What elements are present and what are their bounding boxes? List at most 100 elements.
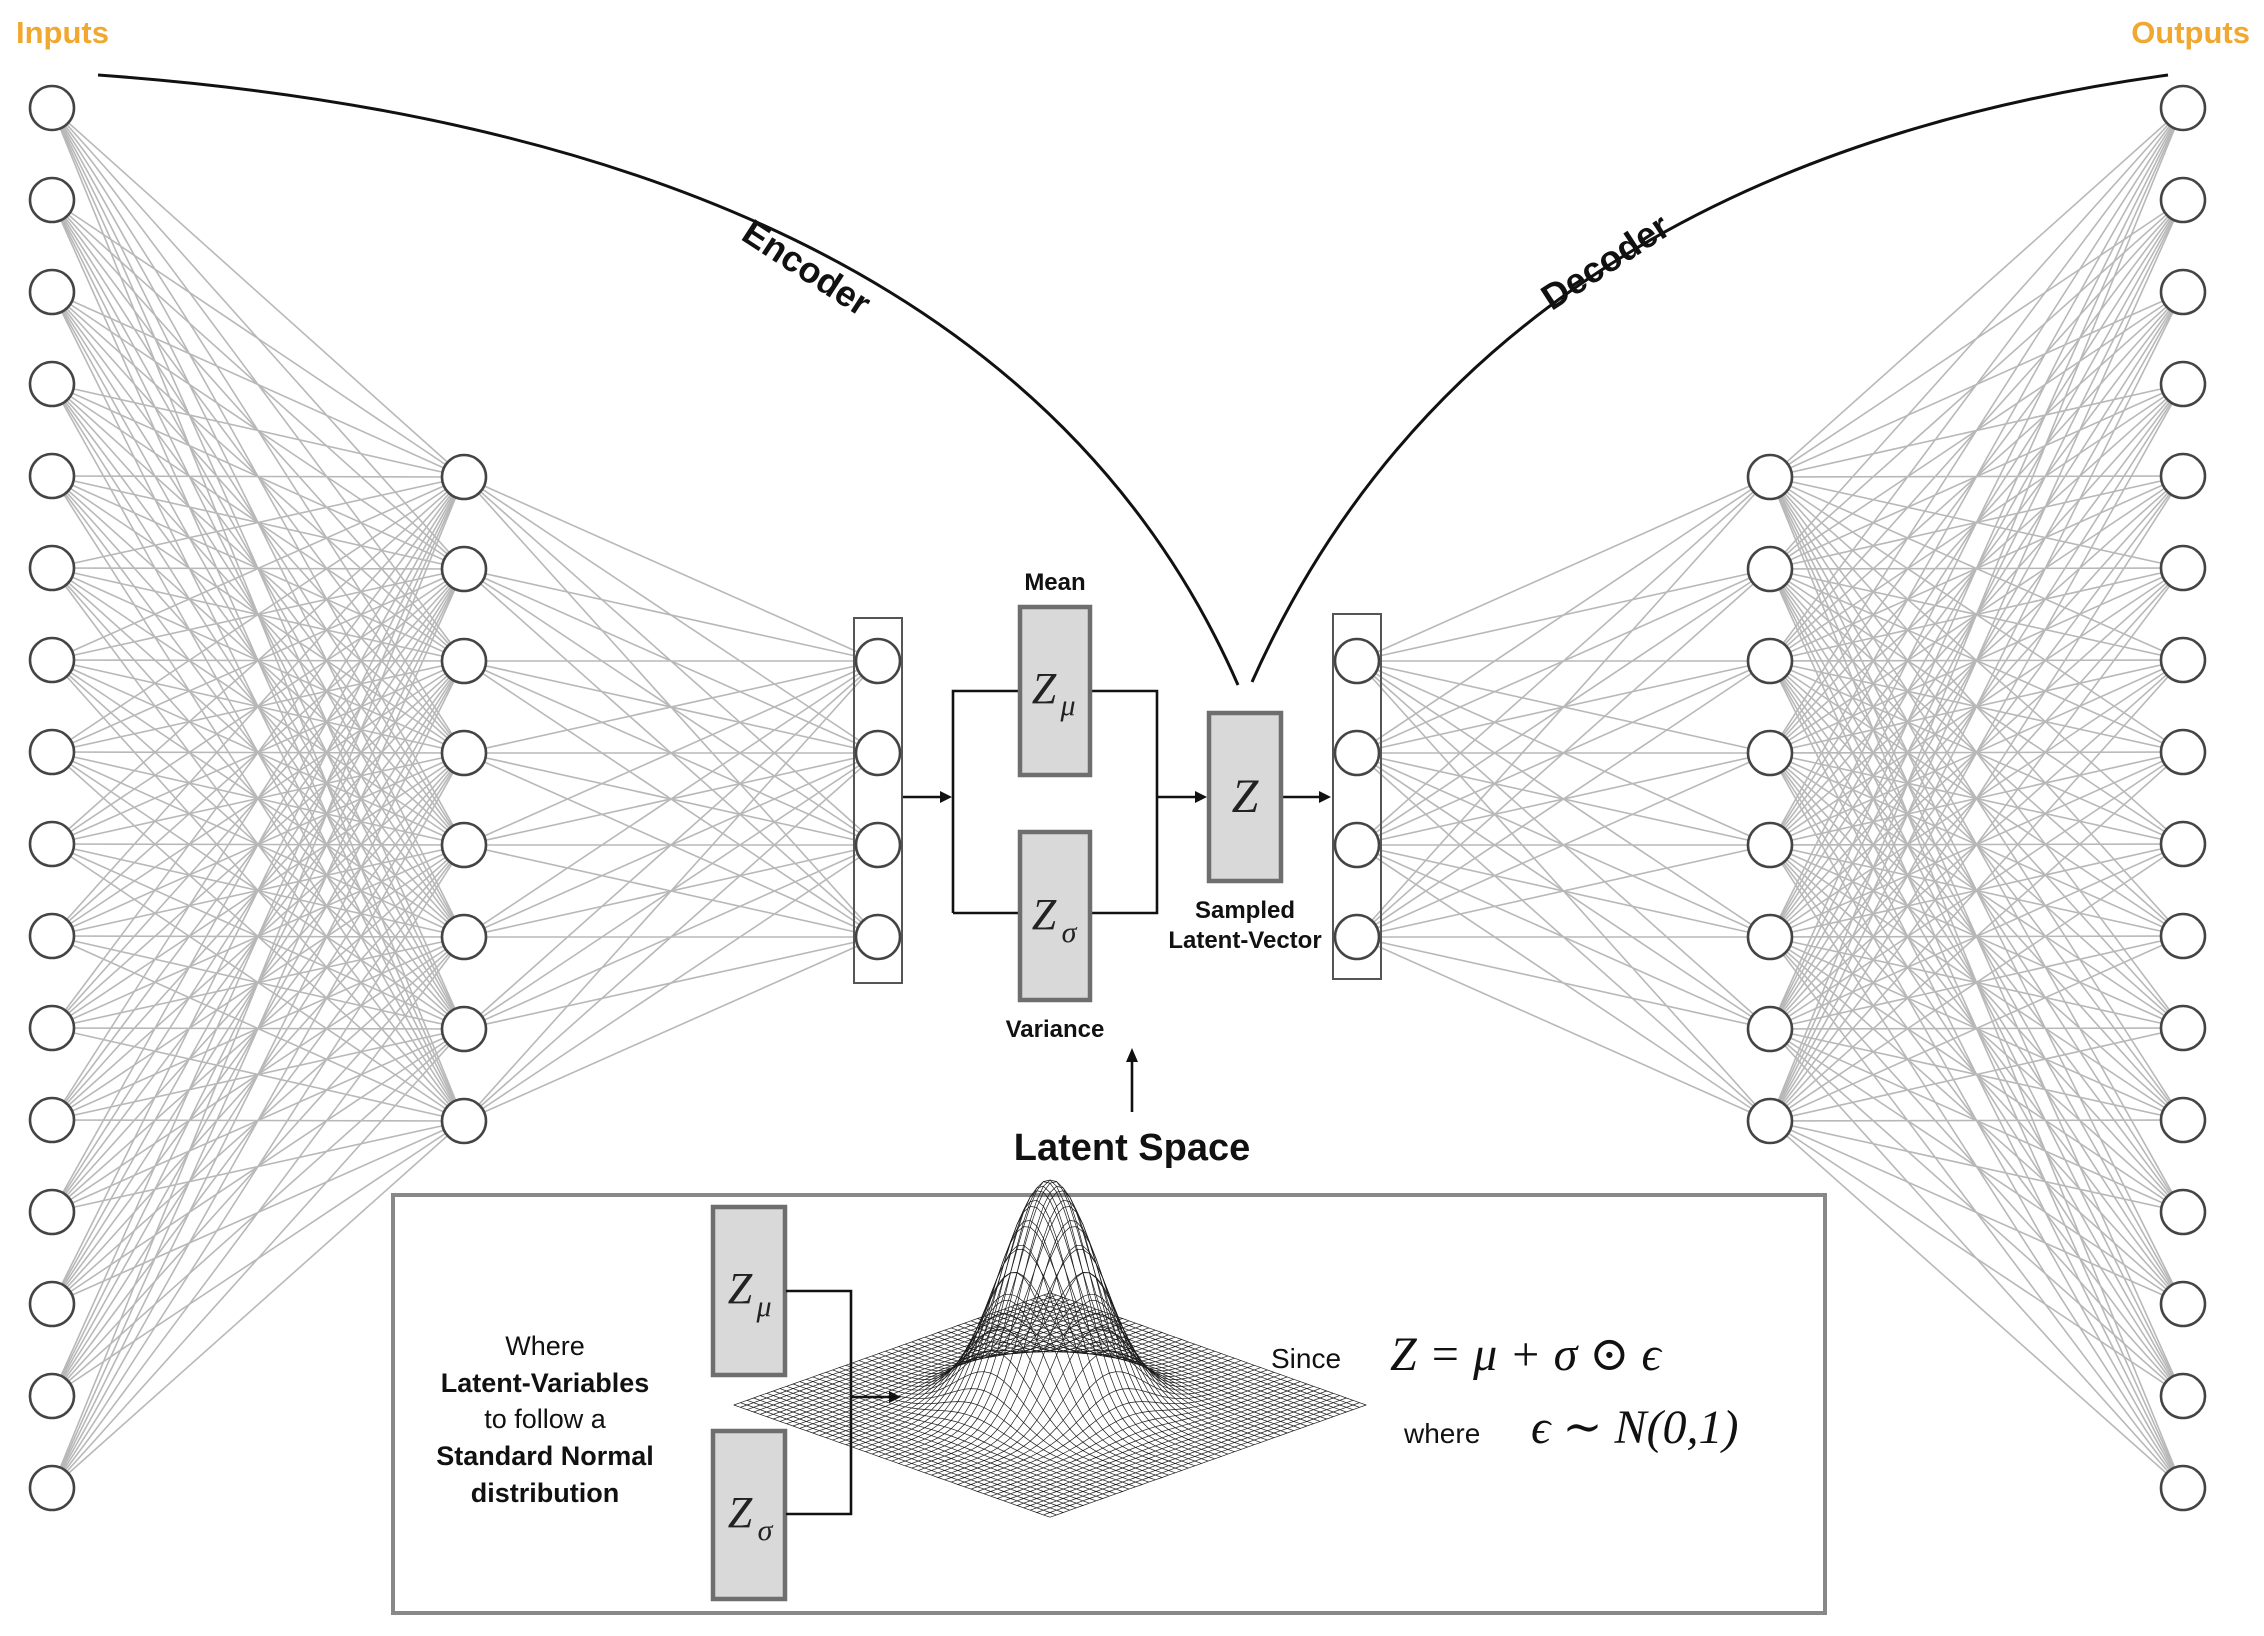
encoder-bottleneck-frame (853, 617, 903, 984)
edge (51, 660, 465, 1489)
mean-label: Mean (1024, 569, 1085, 596)
edge (1769, 107, 2184, 478)
encoder-bottleneck-node (854, 821, 902, 869)
output-node (2159, 360, 2207, 408)
edge (1769, 199, 2184, 1122)
input-node (28, 1372, 76, 1420)
output-node (2159, 1188, 2207, 1236)
output-node (2159, 84, 2207, 132)
encoder-hidden-node (440, 637, 488, 685)
gaussian-mesh-line (1003, 1388, 1321, 1502)
encoder-bottleneck-node (854, 913, 902, 961)
edge (51, 1028, 465, 1489)
explanation-panel (391, 1193, 1827, 1615)
input-node (28, 728, 76, 776)
edge (51, 476, 465, 1489)
edge (1769, 107, 2184, 846)
edge (1769, 291, 2184, 1122)
z-sigma-subscript: σ (1062, 916, 1078, 949)
gaussian-mesh-line (779, 1388, 1097, 1502)
edge (51, 383, 465, 478)
decoder-hidden-node (1746, 637, 1794, 685)
edge (463, 660, 879, 1122)
edge (1769, 659, 2184, 1122)
inputs-label: Inputs (16, 15, 109, 50)
encoder-label: Encoder (735, 211, 878, 324)
z-mu-box (1017, 604, 1093, 778)
edge (463, 660, 879, 938)
decoder-hidden-node (1746, 913, 1794, 961)
edge (51, 475, 465, 478)
edge (1356, 844, 1771, 938)
edge (463, 844, 879, 1122)
sampled-label-line1: Sampled (1195, 897, 1295, 924)
gaussian-mesh-line (753, 1397, 1070, 1511)
decoder-bottleneck-node (1333, 821, 1381, 869)
edge (1769, 1120, 2184, 1397)
gaussian-mesh-line (759, 1395, 1077, 1509)
decoder-hidden-node (1746, 821, 1794, 869)
edge (1769, 107, 2184, 754)
gaussian-mesh-line (733, 1404, 1051, 1518)
edge (51, 936, 465, 1489)
gaussian-surface (733, 1179, 1367, 1518)
output-node (2159, 1372, 2207, 1420)
output-node (2159, 452, 2207, 500)
edge (463, 568, 879, 662)
decoder-bottleneck-node (1333, 729, 1381, 777)
input-node (28, 452, 76, 500)
panel-text-line5: distribution (471, 1478, 619, 1508)
edge (51, 476, 465, 1305)
edge (1769, 751, 2184, 1122)
decoder-hidden-node (1746, 729, 1794, 777)
decoder-hidden-node (1746, 1097, 1794, 1145)
encoder-bottleneck-node (854, 637, 902, 685)
edge (1356, 752, 1771, 938)
input-node (28, 1280, 76, 1328)
sampled-label-line2: Latent-Vector (1168, 927, 1321, 954)
output-node (2159, 268, 2207, 316)
edge (1769, 107, 2184, 938)
encoder-hidden-node (440, 913, 488, 961)
z-sigma-symbol: Z (1032, 890, 1057, 939)
edge (1769, 1027, 2184, 1122)
edge (51, 476, 465, 661)
outputs-label: Outputs (2131, 15, 2250, 50)
equation-epsilon: ϵ ∼ N(0,1) (1531, 1401, 1739, 1454)
output-node (2159, 636, 2207, 684)
output-node (2159, 176, 2207, 224)
edge (1356, 936, 1771, 1122)
edge (1769, 935, 2184, 1122)
panel-z-mu-subscript: μ (755, 1290, 771, 1323)
input-node (28, 1188, 76, 1236)
input-node (28, 1464, 76, 1512)
output-node (2159, 912, 2207, 960)
encoder-hidden-node (440, 821, 488, 869)
input-node (28, 84, 76, 132)
edge (51, 291, 465, 478)
edge (51, 568, 465, 1489)
decoder-hidden-node (1746, 1005, 1794, 1053)
input-node (28, 176, 76, 224)
since-label: Since (1271, 1343, 1341, 1374)
edge (51, 476, 465, 1213)
edge (463, 660, 879, 754)
decoder-label: Decoder (1534, 205, 1677, 318)
panel-text-line4: Standard Normal (436, 1441, 654, 1471)
z-sampled-symbol: Z (1232, 770, 1260, 823)
input-node (28, 1096, 76, 1144)
edge (1769, 1120, 2184, 1489)
gaussian-mesh-line (1023, 1395, 1340, 1509)
edge (1769, 567, 2184, 1122)
decoder-bottleneck-node (1333, 637, 1381, 685)
edge (51, 476, 465, 753)
latent-space-label: Latent Space (1014, 1127, 1251, 1169)
decoder-bottleneck-node (1333, 913, 1381, 961)
z-sampled-box (1206, 710, 1284, 884)
decoder-arc (1250, 73, 2169, 683)
encoder-hidden-node (440, 545, 488, 593)
z-sigma-box (1017, 829, 1093, 1003)
input-node (28, 912, 76, 960)
edge (1356, 568, 1771, 938)
output-node (2159, 1464, 2207, 1512)
